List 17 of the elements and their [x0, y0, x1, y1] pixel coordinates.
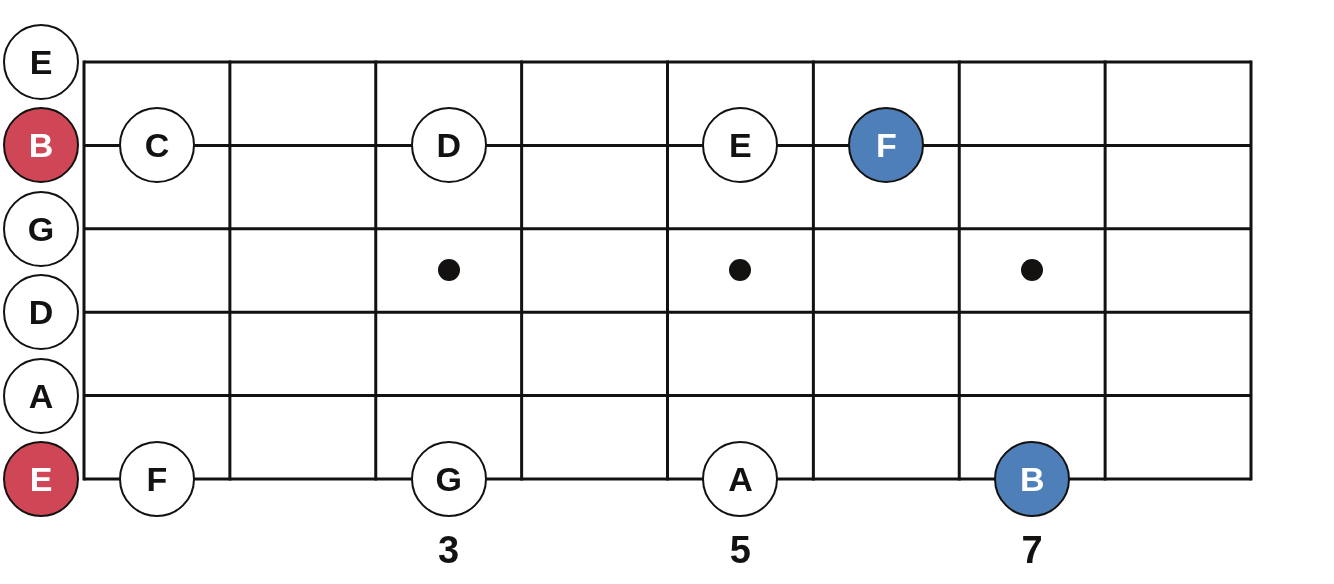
note-name: G: [435, 462, 462, 496]
note-name: G: [27, 211, 55, 246]
fret-number: 7: [1020, 531, 1044, 569]
note-name: F: [875, 128, 897, 163]
note-name: B: [28, 128, 54, 163]
note-name: D: [28, 295, 54, 330]
note-name: A: [28, 378, 54, 413]
note-name: B: [1019, 462, 1045, 496]
note-name: A: [728, 462, 753, 496]
note-name: E: [729, 128, 752, 163]
note-name: E: [29, 462, 53, 496]
note-name: E: [29, 45, 53, 79]
fret-number: 3: [437, 531, 461, 569]
note-name: D: [436, 128, 461, 163]
note-name: C: [144, 128, 170, 163]
note-name: F: [146, 462, 168, 496]
fret-number: 5: [728, 531, 752, 569]
